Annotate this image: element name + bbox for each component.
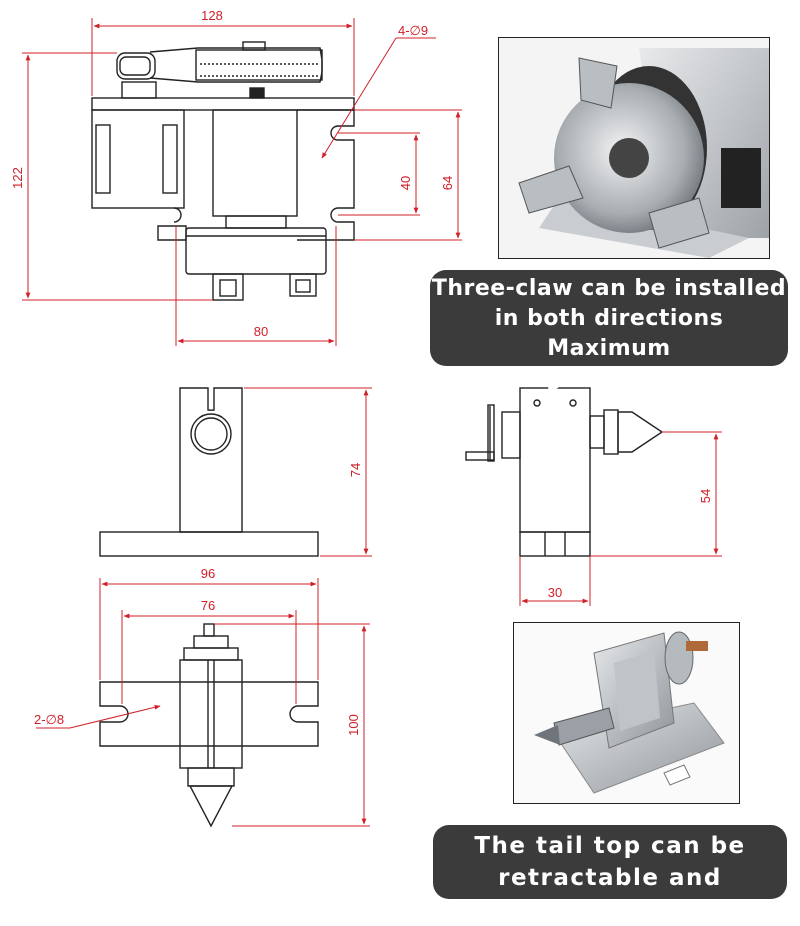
tail-caption-line-2: retractable and adjusted xyxy=(498,865,722,923)
dim-54: 54 xyxy=(698,489,713,503)
dim-128: 128 xyxy=(201,8,223,23)
dim-76: 76 xyxy=(201,598,215,613)
chuck-caption-banner: Three-claw can be installed in both dire… xyxy=(430,270,788,391)
chuck-photo xyxy=(498,37,770,259)
dim-40: 40 xyxy=(398,176,413,190)
hole-note-2x8: 2-∅8 xyxy=(34,712,64,727)
tailstock-side-dimensions xyxy=(244,387,372,557)
dim-30: 30 xyxy=(548,585,562,600)
tailstock-side-drawing xyxy=(99,387,319,557)
dim-100: 100 xyxy=(346,714,361,736)
dim-122: 122 xyxy=(10,167,25,189)
tailstock-plan-drawing xyxy=(99,623,319,828)
dim-96: 96 xyxy=(201,566,215,581)
hole-note-4x9: 4-∅9 xyxy=(398,23,428,38)
tailstock-illustration xyxy=(514,623,739,803)
dim-64: 64 xyxy=(440,176,455,190)
tailstock-photo xyxy=(513,622,740,804)
chuck-caption-line-1: Three-claw can be installed xyxy=(431,276,787,301)
chuck-illustration xyxy=(499,38,769,258)
dim-80: 80 xyxy=(254,324,268,339)
rotary-axis-dimensions xyxy=(22,18,462,346)
chuck-caption-line-2: in both directions Maximum xyxy=(494,306,724,361)
chuck-caption-line-3: clamping diameter 80mm xyxy=(444,366,774,391)
tailstock-front-dimensions xyxy=(519,431,722,606)
tailstock-front-drawing xyxy=(465,387,664,557)
rotary-axis-drawing xyxy=(91,41,355,301)
dim-74: 74 xyxy=(348,463,363,477)
tail-caption-banner: The tail top can be retractable and adju… xyxy=(433,825,787,923)
tail-caption-line-1: The tail top can be xyxy=(474,833,746,859)
tailstock-plan-dimensions xyxy=(36,578,370,827)
